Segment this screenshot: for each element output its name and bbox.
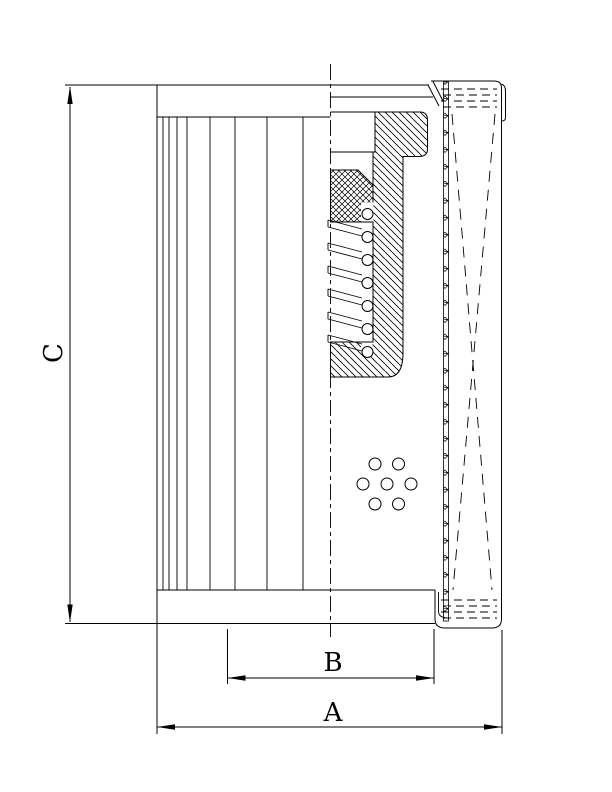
sealant-hatching-bottom	[441, 599, 497, 619]
perforation-holes	[356, 457, 418, 511]
shell-fold-lines	[427, 81, 444, 107]
bypass-valve-housing	[330, 111, 428, 378]
filter-media-wrap-lines	[451, 113, 496, 591]
dim-label-b: B	[323, 648, 342, 678]
support-mesh-strip	[443, 81, 449, 622]
outer-shell	[427, 80, 506, 629]
dim-c-arrow-down	[67, 604, 73, 623]
dim-c-arrow-up	[67, 86, 73, 104]
pleated-media-outline	[65, 84, 435, 624]
spring-wire-lines	[327, 219, 363, 352]
dim-b-arrow-left	[227, 675, 246, 681]
dim-a-arrow-left	[157, 724, 175, 730]
dim-label-c: C	[39, 343, 69, 363]
bypass-spring	[327, 202, 374, 358]
dimension-b: B	[227, 629, 435, 684]
shell-top-lip	[501, 83, 506, 122]
pleat-lines	[162, 117, 304, 590]
dim-b-arrow-right	[416, 675, 434, 681]
sealant-hatching-top	[441, 88, 497, 108]
dim-a-arrow-right	[484, 724, 502, 730]
top-end-cap	[330, 96, 433, 153]
dim-label-a: A	[323, 698, 344, 728]
spring-coil-circles	[361, 208, 374, 358]
dimension-c: C	[39, 86, 73, 623]
dimension-a: A	[156, 623, 503, 734]
